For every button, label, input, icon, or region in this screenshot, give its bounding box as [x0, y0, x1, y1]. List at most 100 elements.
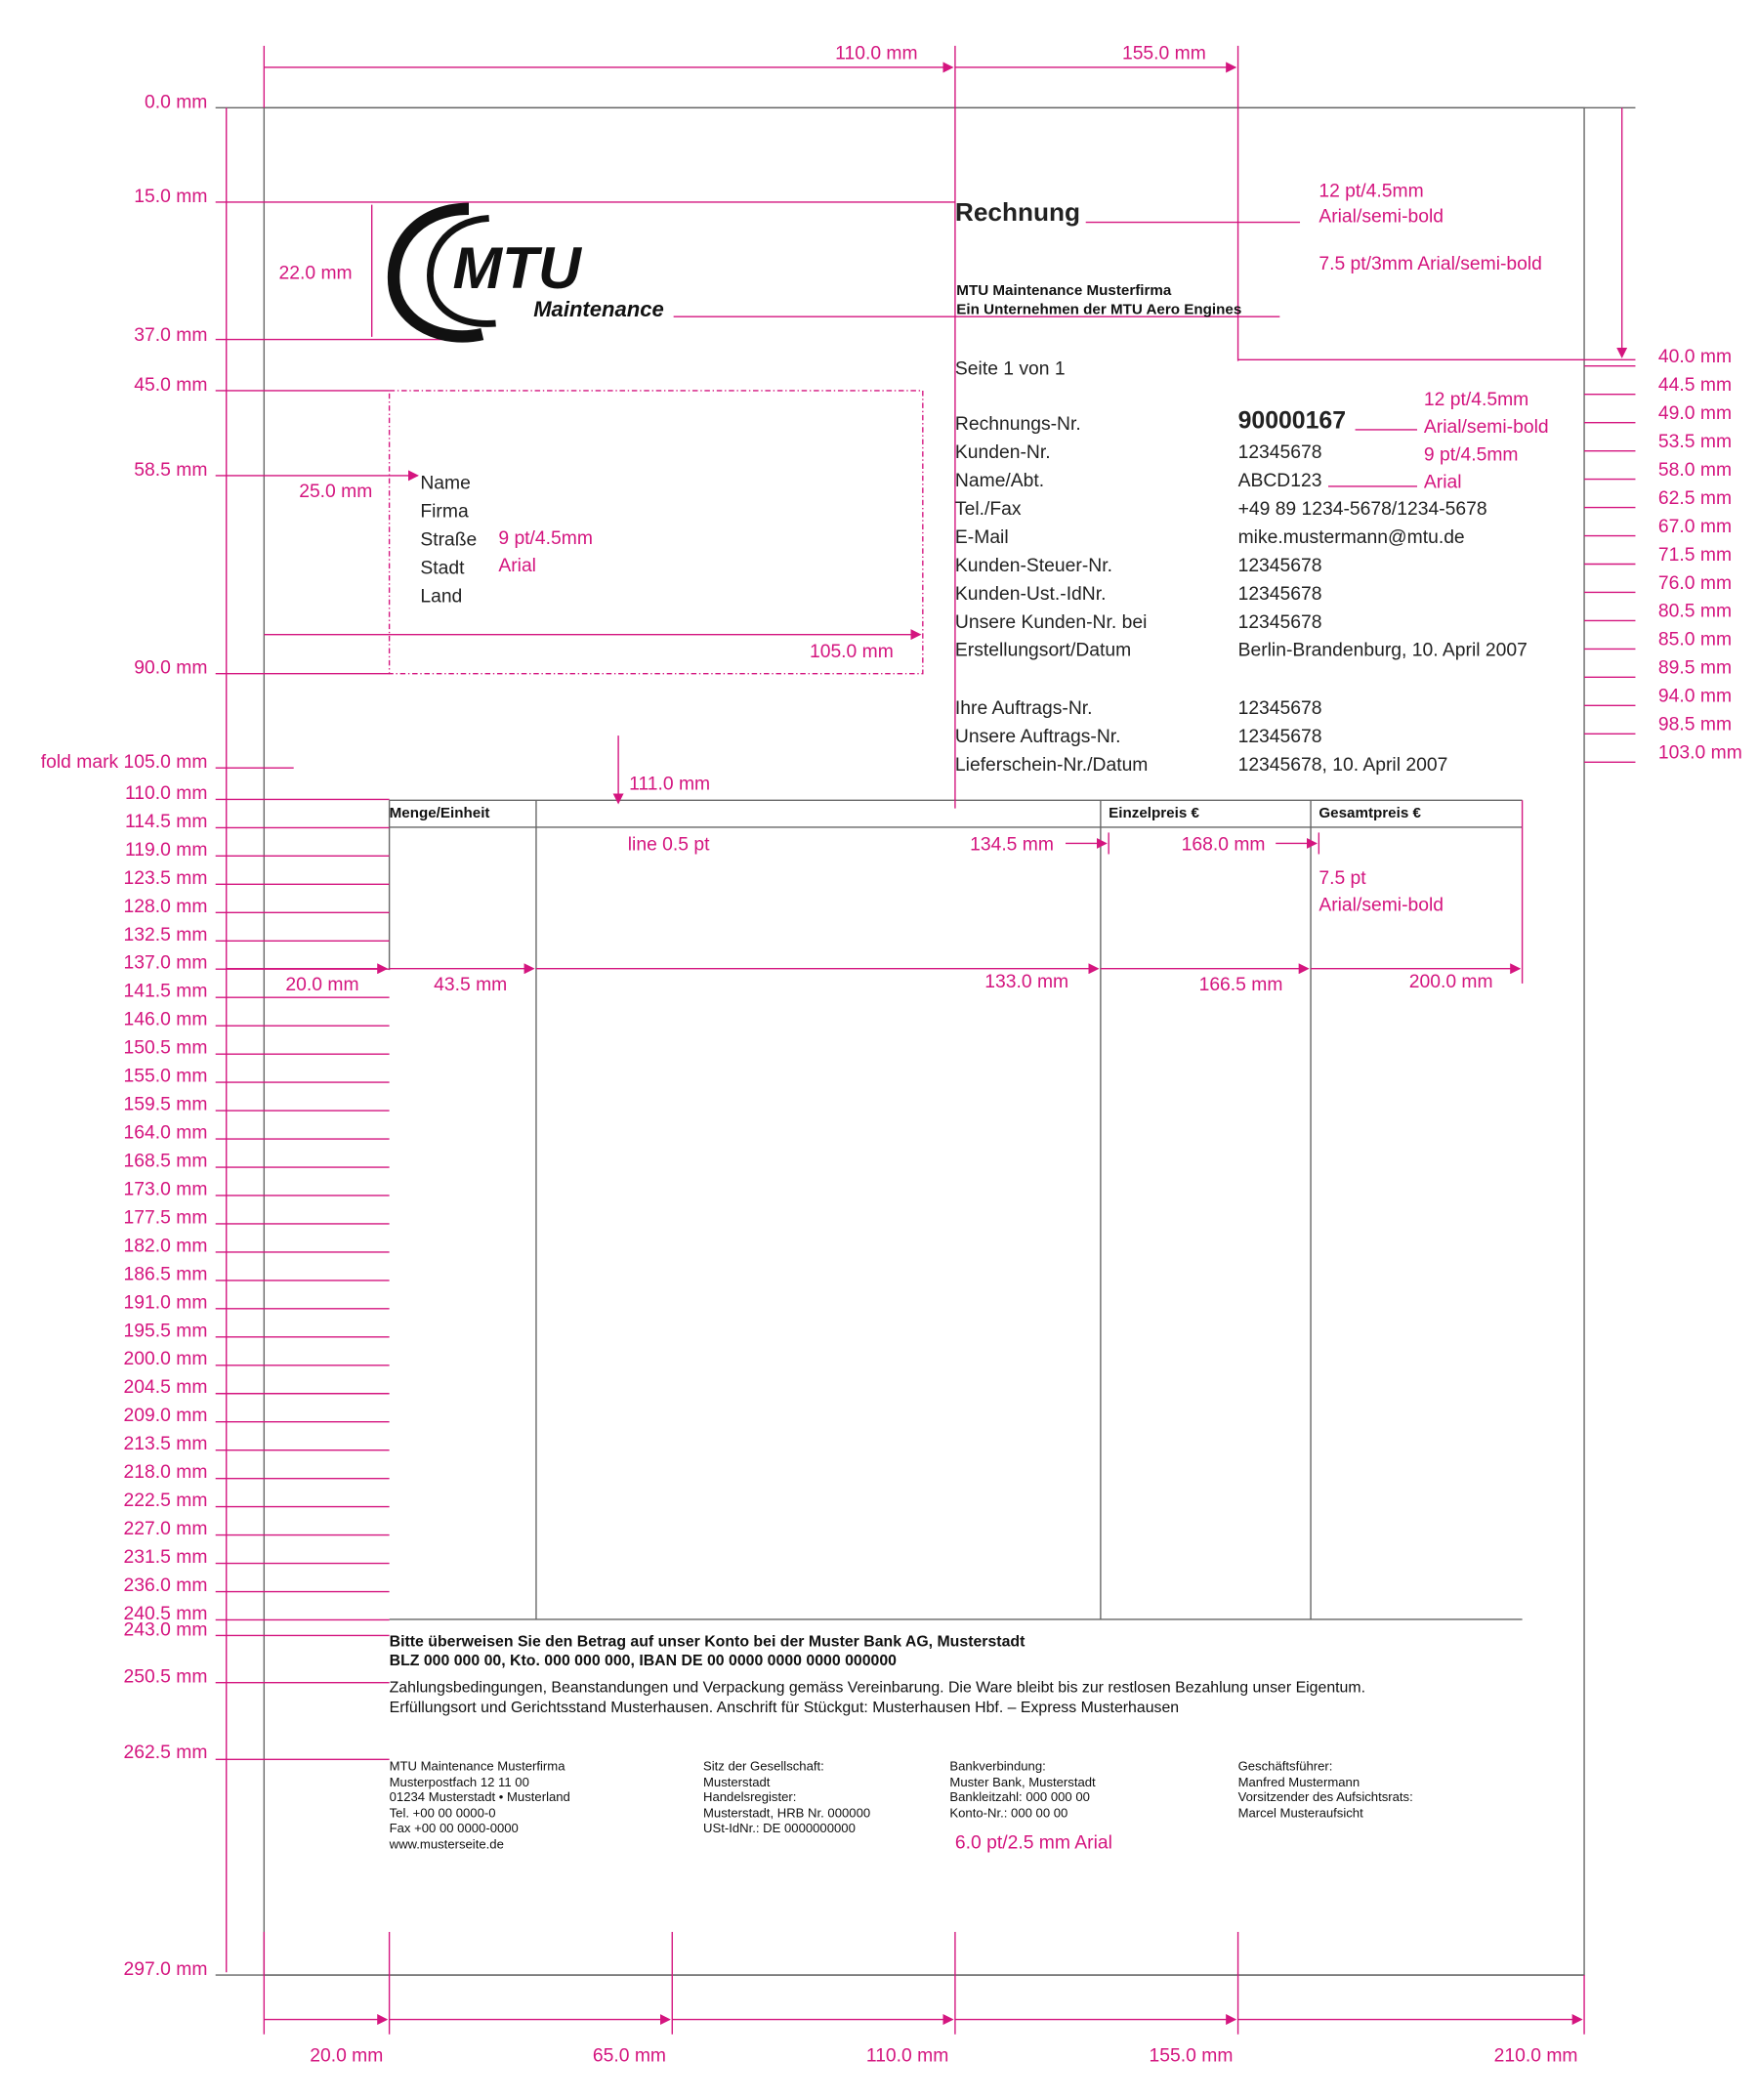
footer-line: Musterstadt [702, 1775, 771, 1790]
bottom-dim: 155.0 mm [1149, 2043, 1234, 2066]
address-width-dim: 105.0 mm [809, 640, 894, 662]
company-parent: Ein Unternehmen der MTU Aero Engines [956, 301, 1242, 318]
mtu-logo: MTU Maintenance [387, 202, 664, 343]
payment-bank: Bitte überweisen Sie den Betrag auf unse… [389, 1634, 1026, 1651]
footer-line: Muster Bank, Musterstadt [949, 1775, 1096, 1790]
footer-line: Musterpostfach 12 11 00 [389, 1775, 529, 1790]
ruler-left-label: 168.5 mm [6, 1150, 208, 1171]
footer-line: Musterstadt, HRB Nr. 000000 [702, 1805, 871, 1822]
ruler-left-label: 128.0 mm [6, 895, 208, 916]
ruler-left-label: 297.0 mm [6, 1957, 208, 1979]
ruler-right-label: 71.5 mm [1657, 542, 1733, 565]
title-spec: 12 pt/4.5mm [1318, 179, 1424, 201]
address-line: Stadt [420, 556, 465, 578]
address-line: Name [420, 471, 471, 493]
col-dim: 20.0 mm [285, 972, 359, 994]
info-label: Unsere Auftrags-Nr. [954, 725, 1121, 747]
ruler-left-label: 110.0 mm [6, 781, 208, 803]
address-line: Land [420, 584, 463, 607]
payment-place: Erfüllungsort und Gerichtsstand Musterha… [389, 1700, 1180, 1717]
footer-line: Sitz der Gesellschaft: [702, 1759, 824, 1775]
info-value: 12345678 [1237, 696, 1322, 719]
ruler-left-label: 114.5 mm [6, 810, 208, 831]
invoice-title: Rechnung [954, 199, 1081, 229]
ruler-left-label: 182.0 mm [6, 1235, 208, 1256]
ruler-value: 155.0 mm [123, 1065, 208, 1087]
ruler-left-label: 209.0 mm [6, 1405, 208, 1426]
ruler-left-label: 15.0 mm [6, 185, 208, 206]
col-header-quantity: Menge/Einheit [389, 805, 490, 822]
info-value: 12345678, 10. April 2007 [1237, 753, 1448, 776]
footer-line: Manfred Mustermann [1237, 1775, 1360, 1790]
ruler-left-label: 132.5 mm [6, 923, 208, 945]
ruler-value: 200.0 mm [123, 1347, 208, 1369]
ruler-right-label: 49.0 mm [1657, 400, 1733, 423]
col-dim: 43.5 mm [434, 972, 508, 994]
ruler-value: 146.0 mm [123, 1008, 208, 1030]
ruler-left-label: 243.0 mm [6, 1618, 208, 1640]
ruler-value: 173.0 mm [123, 1178, 208, 1200]
ruler-value: 262.5 mm [123, 1741, 208, 1763]
ruler-left-label: 236.0 mm [6, 1575, 208, 1596]
ruler-right-label: 44.5 mm [1657, 372, 1733, 395]
info-value: 12345678 [1237, 609, 1322, 632]
ruler-value: 168.5 mm [123, 1150, 208, 1172]
ruler-right-label: 53.5 mm [1657, 429, 1733, 451]
title-spec: Arial/semi-bold [1318, 204, 1444, 227]
ruler-value: 240.5 mm [123, 1602, 208, 1624]
company-spec: 7.5 pt/3mm Arial/semi-bold [1318, 251, 1542, 273]
ruler-left-label: 262.5 mm [6, 1741, 208, 1762]
number-spec: Arial/semi-bold [1423, 414, 1549, 437]
ruler-right-label: 40.0 mm [1657, 344, 1733, 366]
ruler-right-label: 103.0 mm [1657, 740, 1742, 763]
ruler-right-label: 85.0 mm [1657, 627, 1733, 650]
ruler-left-label: 37.0 mm [6, 323, 208, 345]
ruler-value: 222.5 mm [123, 1489, 208, 1511]
ruler-right-label: 67.0 mm [1657, 514, 1733, 536]
ruler-value: 141.5 mm [123, 980, 208, 1002]
ruler-value: 119.0 mm [124, 838, 208, 861]
header-spec: 7.5 pt [1318, 865, 1366, 888]
value-spec: Arial [1423, 470, 1462, 492]
footer-line: Marcel Musteraufsicht [1237, 1805, 1363, 1822]
info-label: Erstellungsort/Datum [954, 638, 1132, 660]
ruler-left-label: 146.0 mm [6, 1008, 208, 1029]
number-spec: 12 pt/4.5mm [1423, 388, 1529, 410]
ruler-value: 105.0 mm [123, 750, 208, 773]
top-dim-110: 110.0 mm [835, 41, 918, 63]
page-frame [215, 106, 1636, 1976]
ruler-left-label: 45.0 mm [6, 373, 208, 395]
ruler-left-label: fold mark 105.0 mm [6, 750, 208, 772]
footer-line: Konto-Nr.: 000 00 00 [949, 1805, 1068, 1822]
ruler-right-label: 89.5 mm [1657, 655, 1733, 678]
ruler-value: 150.5 mm [123, 1036, 208, 1059]
company-name: MTU Maintenance Musterfirma [956, 282, 1172, 300]
ruler-value: 110.0 mm [124, 781, 208, 804]
address-left-dim: 25.0 mm [299, 480, 373, 502]
ruler-value: 159.5 mm [123, 1093, 208, 1115]
ruler-value: 0.0 mm [145, 90, 208, 112]
footer-line: Fax +00 00 0000-0000 [389, 1821, 519, 1836]
ruler-value: 204.5 mm [123, 1375, 208, 1398]
ruler-left-label: 177.5 mm [6, 1206, 208, 1228]
address-line: Straße [420, 527, 478, 550]
ruler-value: 177.5 mm [123, 1206, 208, 1229]
ruler-left-label: 0.0 mm [6, 90, 208, 111]
footer-line: MTU Maintenance Musterfirma [389, 1759, 565, 1775]
ruler-left-label: 213.5 mm [6, 1433, 208, 1454]
footer-line: Vorsitzender des Aufsichtsrats: [1237, 1790, 1413, 1806]
info-label: Kunden-Steuer-Nr. [954, 553, 1112, 575]
logo-height-dim: 22.0 mm [278, 261, 353, 283]
ruler-value: 209.0 mm [123, 1404, 208, 1426]
ruler-left-label: 141.5 mm [6, 980, 208, 1001]
ruler-left-label: 250.5 mm [6, 1665, 208, 1687]
info-label: Name/Abt. [954, 468, 1045, 491]
ruler-value: 243.0 mm [123, 1617, 208, 1640]
ruler-value: 132.5 mm [123, 923, 208, 945]
info-value: 12345678 [1237, 441, 1322, 463]
info-label: Rechnungs-Nr. [954, 412, 1081, 435]
info-label: Unsere Kunden-Nr. bei [954, 609, 1148, 632]
ruler-left-label: 195.5 mm [6, 1320, 208, 1341]
info-label: Tel./Fax [954, 496, 1022, 520]
